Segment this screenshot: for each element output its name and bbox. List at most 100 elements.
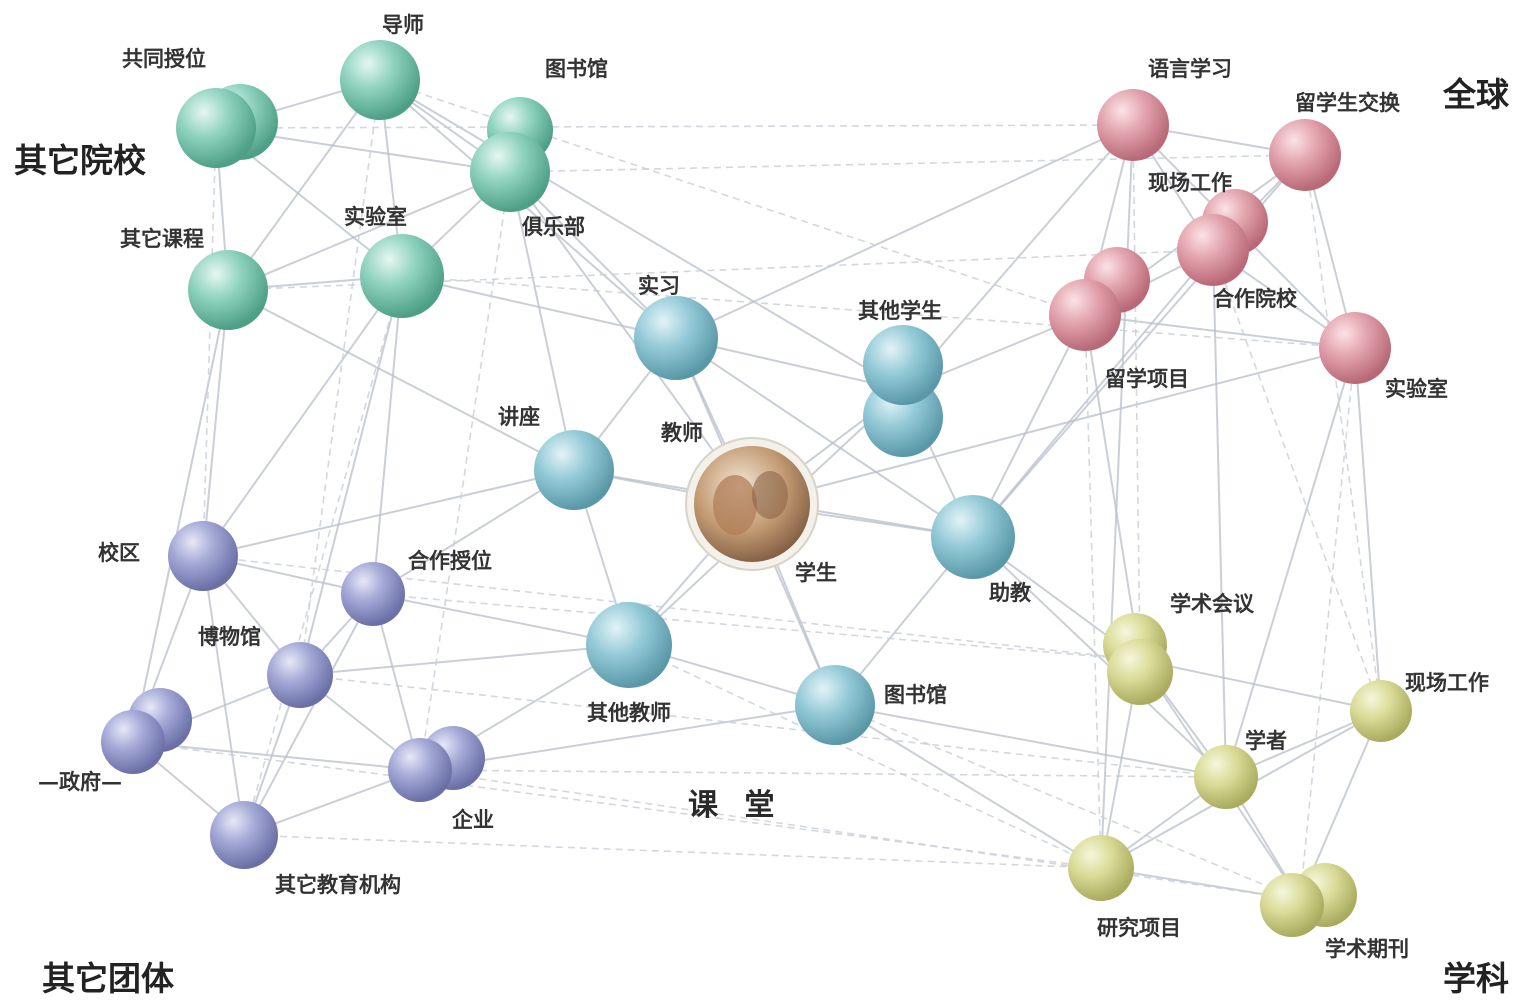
edge-sa-co	[1084, 314, 1141, 661]
edge-lp-fy	[1354, 347, 1382, 712]
label-partner-schools: 合作院校	[1213, 286, 1298, 311]
label-language-study: 语言学习	[1148, 56, 1232, 81]
node-study-abroad	[1049, 279, 1121, 351]
label-library-teal: 图书馆	[545, 56, 608, 81]
edge-oi-rp	[243, 834, 1102, 869]
region-discipline: 学科	[1443, 959, 1509, 998]
node-other-institutions	[210, 801, 278, 869]
node-other-students	[863, 325, 943, 405]
node-lab-pink	[1319, 312, 1391, 384]
node-other-courses	[188, 250, 268, 330]
region-classroom: 课 堂	[688, 788, 782, 823]
label-journal: 学术期刊	[1325, 936, 1409, 961]
region-other-schools: 其它院校	[14, 141, 146, 180]
node-fieldwork-pink	[1177, 214, 1249, 286]
edge-ot-jd	[372, 593, 630, 646]
edge-fp-sc	[1212, 249, 1227, 778]
edge-lb-jo	[834, 704, 1301, 901]
label-conference: 学术会议	[1170, 591, 1255, 616]
edge-la-oi	[243, 275, 403, 836]
label-other-students: 其他学生	[858, 298, 942, 323]
label-other-courses: 其它课程	[120, 226, 204, 251]
region-other-groups: 其它团体	[42, 959, 174, 998]
node-library-teal	[470, 132, 550, 212]
node-enterprise	[388, 738, 452, 802]
edge-la-jd	[372, 275, 403, 595]
edge-lb-rp	[834, 704, 1102, 869]
edge-lp-st	[751, 347, 1356, 505]
edge-ot-rp	[628, 644, 1102, 869]
node-campus	[168, 521, 238, 591]
edge-lp-jo	[1299, 347, 1356, 901]
edge-oc-fp	[227, 249, 1214, 291]
edge-me-oc	[227, 79, 381, 291]
node-lecture	[534, 430, 614, 510]
node-museum	[267, 642, 333, 708]
edge-lt-le	[509, 171, 575, 471]
node-other-teachers	[586, 602, 672, 688]
edge-in-as	[675, 337, 974, 538]
edge-oc-ca	[202, 289, 229, 557]
label-joint-professor: 共同授位	[122, 46, 206, 71]
node-student-exchange	[1269, 119, 1341, 191]
edge-oc-le	[227, 289, 575, 471]
edge-me-in	[379, 79, 677, 339]
edge-ls-co	[1132, 124, 1141, 661]
node-joint-professor	[176, 88, 256, 168]
edge-la-ca	[202, 275, 403, 557]
node-assistant	[931, 495, 1015, 579]
label-campus: 校区	[98, 540, 140, 565]
edge-en-sc	[419, 769, 1227, 778]
edge-jd-co	[372, 593, 1141, 661]
node-labels: 导师 共同授位 图书馆 其它课程 实验室 俱乐部 语言学习 留学生交换 现场工作…	[38, 12, 1489, 961]
label-museum: 博物馆	[198, 624, 261, 649]
label-club: 俱乐部	[521, 214, 585, 239]
label-other-teachers: 其他教师	[587, 700, 671, 725]
node-library-blue	[795, 665, 875, 745]
label-scholar: 学者	[1245, 728, 1287, 753]
edge-ls-os	[902, 124, 1134, 391]
label-fieldwork-pink: 现场工作	[1148, 170, 1232, 195]
label-other-institutions: 其它教育机构	[275, 872, 401, 897]
photo-figure-shape-2	[752, 471, 788, 519]
label-enterprise: 企业	[451, 807, 494, 832]
label-lab-pink: 实验室	[1385, 376, 1448, 401]
node-internship	[634, 296, 718, 380]
edge-as-sc	[972, 536, 1227, 778]
node-joint-degree	[341, 562, 405, 626]
label-mentor: 导师	[382, 12, 424, 37]
edge-en-jo	[419, 769, 1301, 901]
region-labels: 其它院校 全球 其它团体 学科 课 堂	[14, 75, 1510, 998]
edge-sa-lp	[1084, 314, 1356, 349]
edge-lt-oc	[227, 171, 511, 291]
edge-la-mu	[299, 275, 403, 676]
label-lecture: 讲座	[498, 404, 540, 429]
edge-le-ca	[202, 469, 575, 557]
photo-figure-shape	[713, 475, 757, 535]
label-joint-degree: 合作授位	[408, 548, 492, 573]
edge-la-lp	[401, 275, 1356, 349]
edge-me-os	[379, 79, 904, 391]
edge-jd-oi	[243, 593, 374, 836]
node-conference	[1107, 639, 1173, 705]
edge-go-rp	[132, 741, 1102, 869]
edge-fp-fy	[1212, 249, 1382, 712]
node-mentor	[340, 40, 420, 120]
edge-me-mu	[299, 79, 381, 676]
edge-co-fy	[1139, 659, 1382, 712]
region-global: 全球	[1442, 75, 1510, 114]
label-teacher: 教师	[661, 420, 703, 445]
edge-lt-en	[419, 171, 511, 771]
label-student: 学生	[795, 560, 837, 585]
label-student-exchange: 留学生交换	[1295, 90, 1401, 115]
edge-jp-ls	[215, 124, 1134, 129]
edge-lb-sc	[834, 704, 1227, 778]
node-journal	[1260, 873, 1324, 937]
node-spheres	[101, 40, 1412, 937]
label-lab-teal: 实验室	[344, 204, 407, 229]
node-fieldwork-yellow	[1350, 680, 1412, 742]
edge-ca-oi	[202, 555, 245, 836]
edge-go-en	[132, 741, 421, 771]
edge-oc-go	[132, 289, 229, 743]
